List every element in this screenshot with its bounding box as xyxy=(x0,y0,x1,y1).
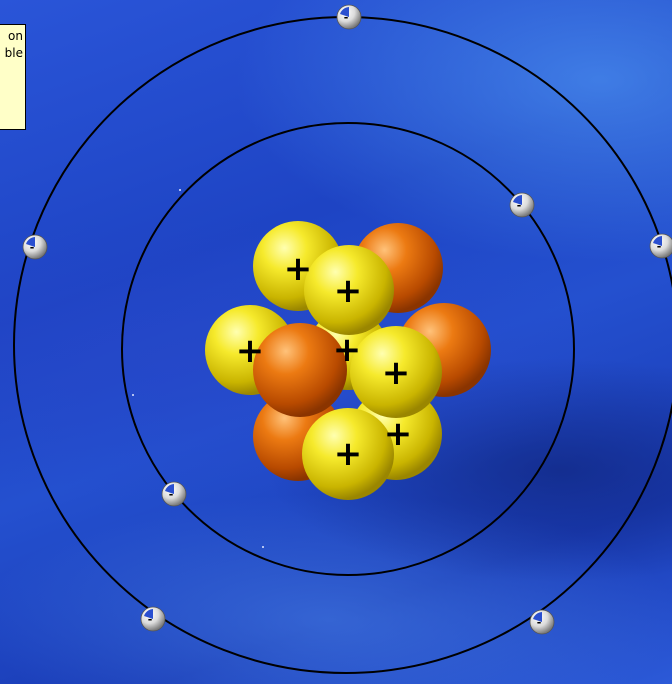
info-box-line-1: on xyxy=(8,29,23,43)
proton-plus-sign: + xyxy=(334,434,363,474)
electron-minus-sign: - xyxy=(169,488,174,501)
inner-orbit xyxy=(121,122,575,576)
electron-minus-sign: - xyxy=(344,11,349,24)
electron: - xyxy=(529,609,555,635)
sparkle xyxy=(262,546,264,548)
proton-plus-sign: + xyxy=(333,330,362,370)
nucleus: + + + + + + + xyxy=(205,221,491,500)
info-box-line-2: ble xyxy=(4,46,23,60)
electron: - xyxy=(140,606,166,632)
proton-plus-sign: + xyxy=(384,414,413,454)
proton-plus-sign: + xyxy=(382,353,411,393)
info-box: on ble xyxy=(0,24,26,130)
neutron xyxy=(253,323,347,417)
electron-minus-sign: - xyxy=(657,240,662,253)
proton-plus-sign: + xyxy=(334,271,363,311)
proton xyxy=(304,245,394,335)
electron: - xyxy=(22,234,48,260)
electron: - xyxy=(649,233,672,259)
electron: - xyxy=(161,481,187,507)
proton xyxy=(302,408,394,500)
proton xyxy=(350,326,442,418)
proton-plus-sign: + xyxy=(284,249,313,289)
electron-minus-sign: - xyxy=(30,241,35,254)
electron-minus-sign: - xyxy=(537,616,542,629)
electron-minus-sign: - xyxy=(148,613,153,626)
electron-minus-sign: - xyxy=(517,199,522,212)
sparkle xyxy=(179,189,181,191)
sparkle xyxy=(132,394,134,396)
proton-plus-sign: + xyxy=(236,331,265,371)
electron: - xyxy=(336,4,362,30)
electrons: - - - - - xyxy=(22,4,672,635)
electron: - xyxy=(509,192,535,218)
